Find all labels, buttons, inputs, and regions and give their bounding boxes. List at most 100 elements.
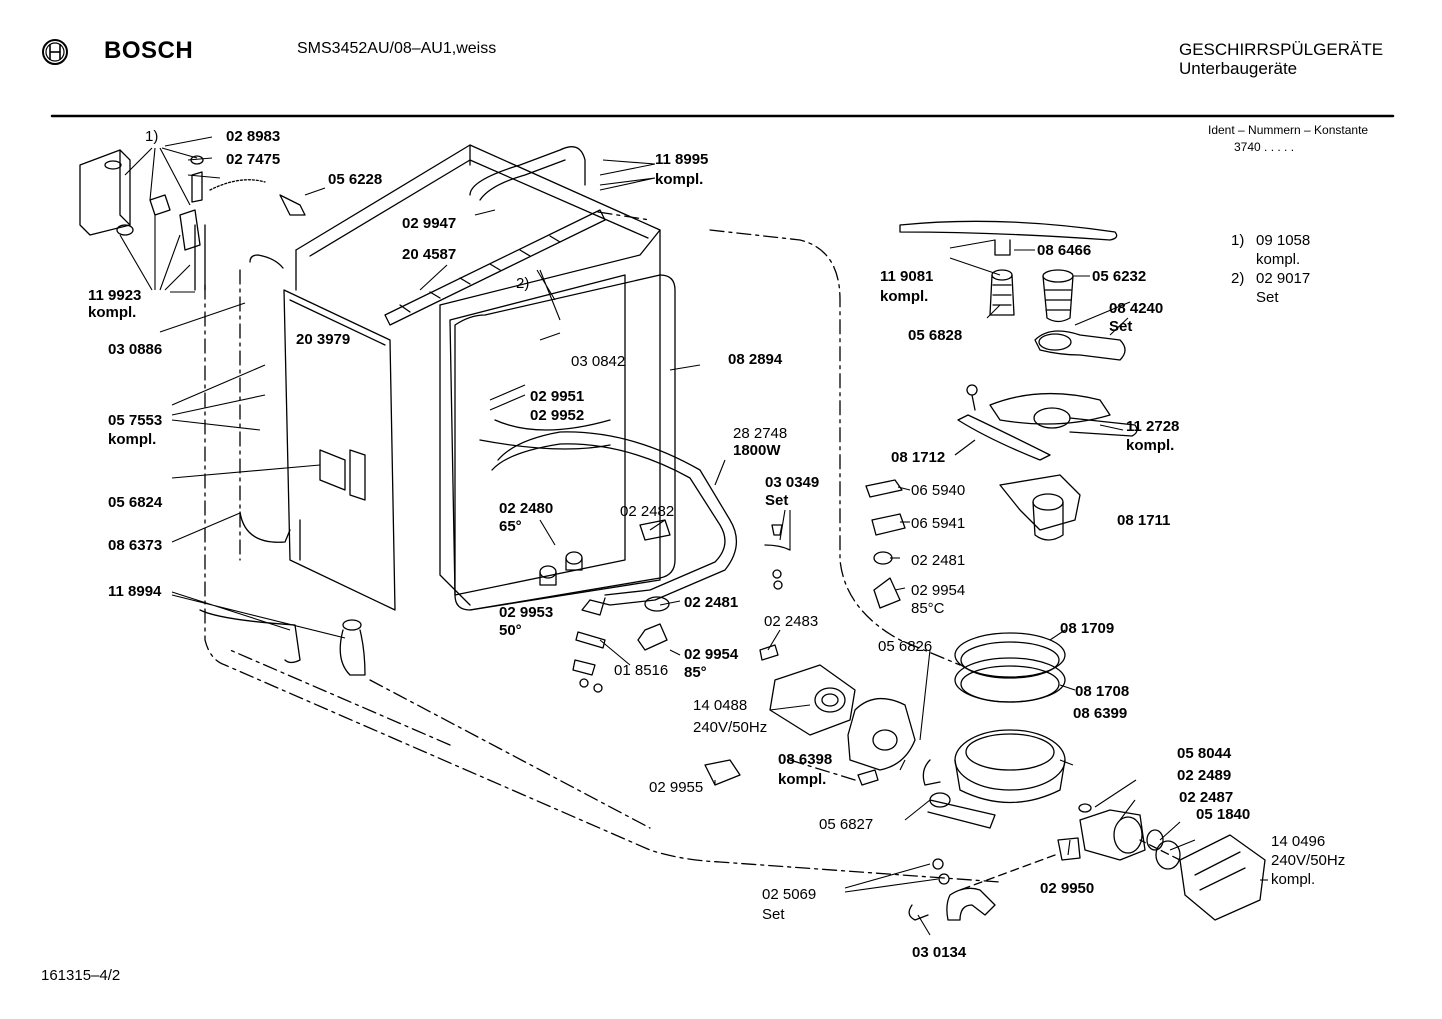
part-label-282748: 28 2748	[733, 425, 788, 442]
cabinet-outline-right	[709, 229, 961, 666]
category-line-1: GESCHIRRSPÜLGERÄTE	[1179, 40, 1384, 59]
footnote-marker: 2)	[1231, 270, 1245, 287]
part-label-030134: 03 0134	[912, 944, 967, 961]
part-label-081711: 08 1711	[1117, 512, 1171, 529]
part-label-112728: 11 2728	[1126, 418, 1180, 435]
part-label-022480-t: 65°	[499, 518, 522, 535]
bosch-armature-icon	[42, 39, 68, 65]
footnote-1: 1) 09 1058	[1231, 231, 1310, 250]
part-label-056232: 05 6232	[1092, 268, 1147, 285]
part-label-084240: 08 4240	[1109, 300, 1164, 317]
part-label-022489: 02 2489	[1177, 767, 1232, 784]
ident-constant: 3740 . . . . .	[1234, 140, 1295, 154]
part-label-140488-v: 240V/50Hz	[693, 719, 768, 736]
part-label-081709: 08 1709	[1060, 620, 1115, 637]
part-label-note-1: 1)	[145, 128, 159, 145]
part-label-119923: 11 9923	[88, 287, 142, 304]
part-label-025069-s: Set	[762, 906, 785, 923]
part-label-029954-a: 02 9954	[684, 646, 739, 663]
part-label-029955: 02 9955	[649, 779, 704, 796]
footnote-1-suffix: kompl.	[1256, 251, 1301, 268]
part-label-029954-a-t: 85°	[684, 664, 707, 681]
part-label-056828: 05 6828	[908, 327, 963, 344]
part-label-118995-k: kompl.	[655, 171, 704, 188]
rail-204587	[384, 209, 606, 326]
part-label-119081: 11 9081	[880, 268, 934, 285]
part-label-140496: 14 0496	[1271, 833, 1326, 850]
heater-element	[497, 431, 737, 606]
part-label-118994: 11 8994	[108, 583, 162, 600]
part-label-065941: 06 5941	[911, 515, 966, 532]
part-label-084240-s: Set	[1109, 318, 1133, 335]
footnote-part-number: 09 1058	[1256, 232, 1311, 249]
part-label-081708: 08 1708	[1075, 683, 1130, 700]
part-label-1800w: 1800W	[733, 442, 781, 459]
part-label-030349: 03 0349	[765, 474, 820, 491]
footnote-marker: 1)	[1231, 232, 1245, 249]
base-outline	[204, 284, 1001, 883]
part-label-025069: 02 5069	[762, 886, 817, 903]
part-label-086399: 08 6399	[1073, 705, 1128, 722]
inlet-valve-box	[79, 149, 131, 236]
part-label-030842: 03 0842	[571, 353, 626, 370]
top-spray-tube	[469, 146, 586, 196]
part-label-056826: 05 6826	[878, 638, 933, 655]
part-label-029953: 02 9953	[499, 604, 554, 621]
part-label-029951: 02 9951	[530, 388, 585, 405]
category-title: GESCHIRRSPÜLGERÄTE Unterbaugeräte	[1179, 40, 1383, 78]
sump-086399	[954, 729, 1066, 791]
part-label-030886: 03 0886	[108, 341, 163, 358]
part-label-029953-t: 50°	[499, 622, 522, 639]
part-label-056827: 05 6827	[819, 816, 874, 833]
part-label-030349-s: Set	[765, 492, 789, 509]
part-label-112728-k: kompl.	[1126, 437, 1175, 454]
part-label-022487: 02 2487	[1179, 789, 1234, 806]
part-label-086373: 08 6373	[108, 537, 163, 554]
part-label-056824: 05 6824	[108, 494, 163, 511]
part-label-140488: 14 0488	[693, 697, 748, 714]
part-label-029954-b: 02 9954	[911, 582, 966, 599]
part-label-028983: 02 8983	[226, 128, 281, 145]
ident-heading: Ident – Nummern – Konstante	[1208, 123, 1369, 137]
part-label-204587: 20 4587	[402, 246, 457, 263]
footnote-2-suffix: Set	[1256, 289, 1279, 306]
door-gasket	[454, 274, 676, 611]
part-label-029950: 02 9950	[1040, 880, 1095, 897]
filter-081711	[999, 474, 1081, 531]
brand-name: BOSCH	[104, 37, 194, 64]
ident-block: Ident – Nummern – Konstante 3740 . . . .…	[1208, 122, 1368, 156]
part-label-057553: 05 7553	[108, 412, 163, 429]
upper-spray-arm	[899, 220, 1118, 241]
part-label-119081-k: kompl.	[880, 288, 929, 305]
category-line-2: Unterbaugeräte	[1179, 59, 1298, 78]
hose-fitting-056228	[279, 194, 306, 216]
part-label-022480: 02 2480	[499, 500, 554, 517]
part-label-140496-v: 240V/50Hz	[1271, 852, 1346, 869]
part-label-140496-k: kompl.	[1271, 871, 1316, 888]
drain-pump-motor	[769, 664, 856, 736]
part-label-057553-k: kompl.	[108, 431, 157, 448]
part-label-065940: 06 5940	[911, 482, 966, 499]
part-label-note-2: 2)	[516, 275, 530, 292]
part-label-086466: 08 6466	[1037, 242, 1092, 259]
footnote-part-number: 02 9017	[1256, 270, 1311, 287]
footnotes: 1) 09 1058 kompl. 2) 02 9017 Set	[1231, 231, 1310, 307]
part-label-058044: 05 8044	[1177, 745, 1232, 762]
part-label-119923-k: kompl.	[88, 304, 137, 321]
part-label-029954-b-t: 85°C	[911, 600, 945, 617]
part-label-056228: 05 6228	[328, 171, 383, 188]
part-label-118995: 11 8995	[655, 151, 709, 168]
part-029955	[704, 759, 741, 786]
footnote-2: 2) 02 9017	[1231, 269, 1310, 288]
part-label-022483: 02 2483	[764, 613, 819, 630]
part-label-022481-a: 02 2481	[684, 594, 739, 611]
part-label-022482: 02 2482	[620, 503, 675, 520]
filter-plate-112728	[989, 392, 1111, 425]
part-label-081712: 08 1712	[891, 449, 946, 466]
drawing-number: 161315–4/2	[41, 967, 121, 984]
part-label-086398: 08 6398	[778, 751, 833, 768]
part-label-018516: 01 8516	[614, 662, 669, 679]
door-panel	[283, 289, 396, 611]
part-label-022481-b: 02 2481	[911, 552, 966, 569]
